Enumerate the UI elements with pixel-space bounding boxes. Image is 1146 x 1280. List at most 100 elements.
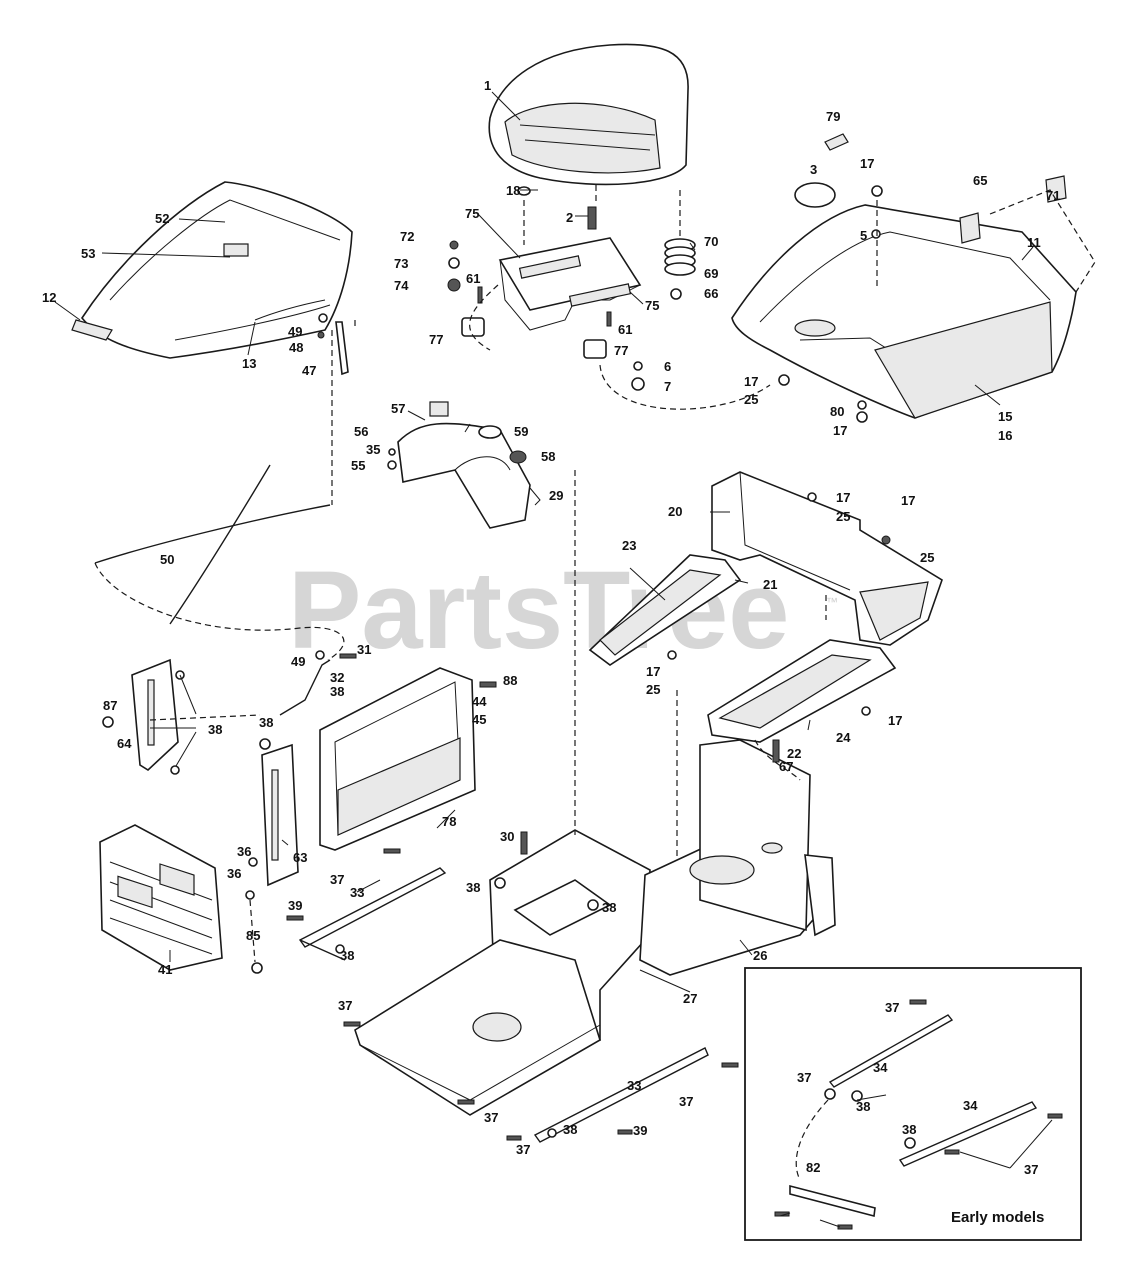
bolt-88 bbox=[479, 681, 497, 688]
nut-38-c bbox=[259, 738, 271, 750]
label-38-i: 38 bbox=[902, 1122, 916, 1137]
label-20: 20 bbox=[668, 504, 682, 519]
label-37-h: 37 bbox=[1024, 1162, 1038, 1177]
clip-29 bbox=[529, 487, 541, 506]
bolt-17-fender bbox=[778, 374, 790, 386]
label-17-nut: 17 bbox=[833, 423, 847, 438]
grommet-59 bbox=[478, 425, 502, 439]
dash-panel-part bbox=[397, 401, 531, 529]
label-37-g: 37 bbox=[797, 1070, 811, 1085]
bolt-17-frame bbox=[807, 492, 817, 502]
bolt-39-a bbox=[286, 915, 304, 921]
washer-73 bbox=[448, 257, 460, 269]
label-75-b: 75 bbox=[645, 298, 659, 313]
early-models-inset bbox=[744, 967, 1082, 1241]
label-38-b: 38 bbox=[208, 722, 222, 737]
label-6: 6 bbox=[664, 359, 671, 374]
label-25-fender: 25 bbox=[744, 392, 758, 407]
footrest-part bbox=[354, 939, 601, 1116]
label-36-b: 36 bbox=[227, 866, 241, 881]
label-33-front: 33 bbox=[350, 885, 364, 900]
bolt-37-d bbox=[457, 1099, 475, 1105]
label-52: 52 bbox=[155, 211, 169, 226]
label-38-g: 38 bbox=[563, 1122, 577, 1137]
nut-38-e bbox=[547, 1128, 557, 1138]
nut-17-frame bbox=[881, 535, 891, 545]
label-87: 87 bbox=[103, 698, 117, 713]
bolt-35 bbox=[388, 448, 396, 456]
label-12: 12 bbox=[42, 290, 56, 305]
label-45: 45 bbox=[472, 712, 486, 727]
nut-17-fender bbox=[856, 411, 868, 423]
hood-part bbox=[71, 181, 353, 359]
label-22: 22 bbox=[787, 746, 801, 761]
label-17-top: 17 bbox=[860, 156, 874, 171]
washer-72 bbox=[449, 240, 459, 250]
spring-nut bbox=[670, 288, 682, 300]
decal-71 bbox=[1045, 175, 1067, 203]
seat-pan-part bbox=[498, 237, 642, 331]
label-41: 41 bbox=[158, 962, 172, 977]
label-77-b: 77 bbox=[614, 343, 628, 358]
seat-washer bbox=[517, 186, 531, 196]
nut-17-top bbox=[871, 185, 883, 197]
side-panel-part bbox=[319, 667, 476, 851]
label-61-b: 61 bbox=[618, 322, 632, 337]
label-17-rail: 17 bbox=[888, 713, 902, 728]
label-49-b: 49 bbox=[291, 654, 305, 669]
label-37-f: 37 bbox=[885, 1000, 899, 1015]
tie-bar-front bbox=[298, 867, 447, 948]
label-21: 21 bbox=[763, 577, 777, 592]
leader-lines bbox=[54, 91, 1053, 1228]
cable-part bbox=[94, 504, 331, 564]
label-24: 24 bbox=[836, 730, 851, 745]
label-34-b: 34 bbox=[963, 1098, 978, 1113]
washer-5 bbox=[871, 229, 881, 239]
label-25-right: 25 bbox=[920, 550, 934, 565]
hood-latch bbox=[317, 313, 349, 376]
label-17-lower: 17 bbox=[646, 664, 660, 679]
label-7: 7 bbox=[664, 379, 671, 394]
label-2: 2 bbox=[566, 210, 573, 225]
knob-74 bbox=[447, 278, 461, 292]
nut-17-lower bbox=[861, 706, 871, 716]
label-75-a: 75 bbox=[465, 206, 479, 221]
label-16: 16 bbox=[998, 428, 1012, 443]
seat-part bbox=[488, 43, 689, 186]
label-39-b: 39 bbox=[633, 1123, 647, 1138]
label-64: 64 bbox=[117, 736, 132, 751]
label-35: 35 bbox=[366, 442, 380, 457]
label-1: 1 bbox=[484, 78, 491, 93]
fuel-cap bbox=[794, 182, 836, 208]
seat-bumper-right bbox=[583, 339, 607, 359]
label-80: 80 bbox=[830, 404, 844, 419]
nut-38-d bbox=[335, 944, 345, 954]
decal-79 bbox=[824, 133, 849, 151]
knob-58 bbox=[509, 450, 527, 464]
bolt-30 bbox=[520, 831, 528, 855]
rear-frame-part bbox=[588, 471, 943, 743]
bolt-39-b bbox=[617, 1129, 633, 1135]
rear-fender-part bbox=[731, 204, 1077, 419]
label-77-a: 77 bbox=[429, 332, 443, 347]
label-53: 53 bbox=[81, 246, 95, 261]
nut-38-b bbox=[170, 765, 180, 775]
label-69: 69 bbox=[704, 266, 718, 281]
label-37-b: 37 bbox=[338, 998, 352, 1013]
label-73: 73 bbox=[394, 256, 408, 271]
label-71: 71 bbox=[1046, 188, 1060, 203]
label-17-frame: 17 bbox=[836, 490, 850, 505]
left-bracket-part bbox=[131, 658, 179, 772]
label-55: 55 bbox=[351, 458, 365, 473]
label-36-a: 36 bbox=[237, 844, 251, 859]
label-78: 78 bbox=[442, 814, 456, 829]
label-63: 63 bbox=[293, 850, 307, 865]
label-37-c: 37 bbox=[484, 1110, 498, 1125]
screw-61b bbox=[606, 311, 612, 327]
label-11: 11 bbox=[1027, 235, 1041, 250]
inset-caption: Early models bbox=[951, 1209, 1044, 1226]
label-3: 3 bbox=[810, 162, 817, 177]
label-29: 29 bbox=[549, 488, 563, 503]
label-88: 88 bbox=[503, 673, 517, 688]
label-5: 5 bbox=[860, 228, 867, 243]
